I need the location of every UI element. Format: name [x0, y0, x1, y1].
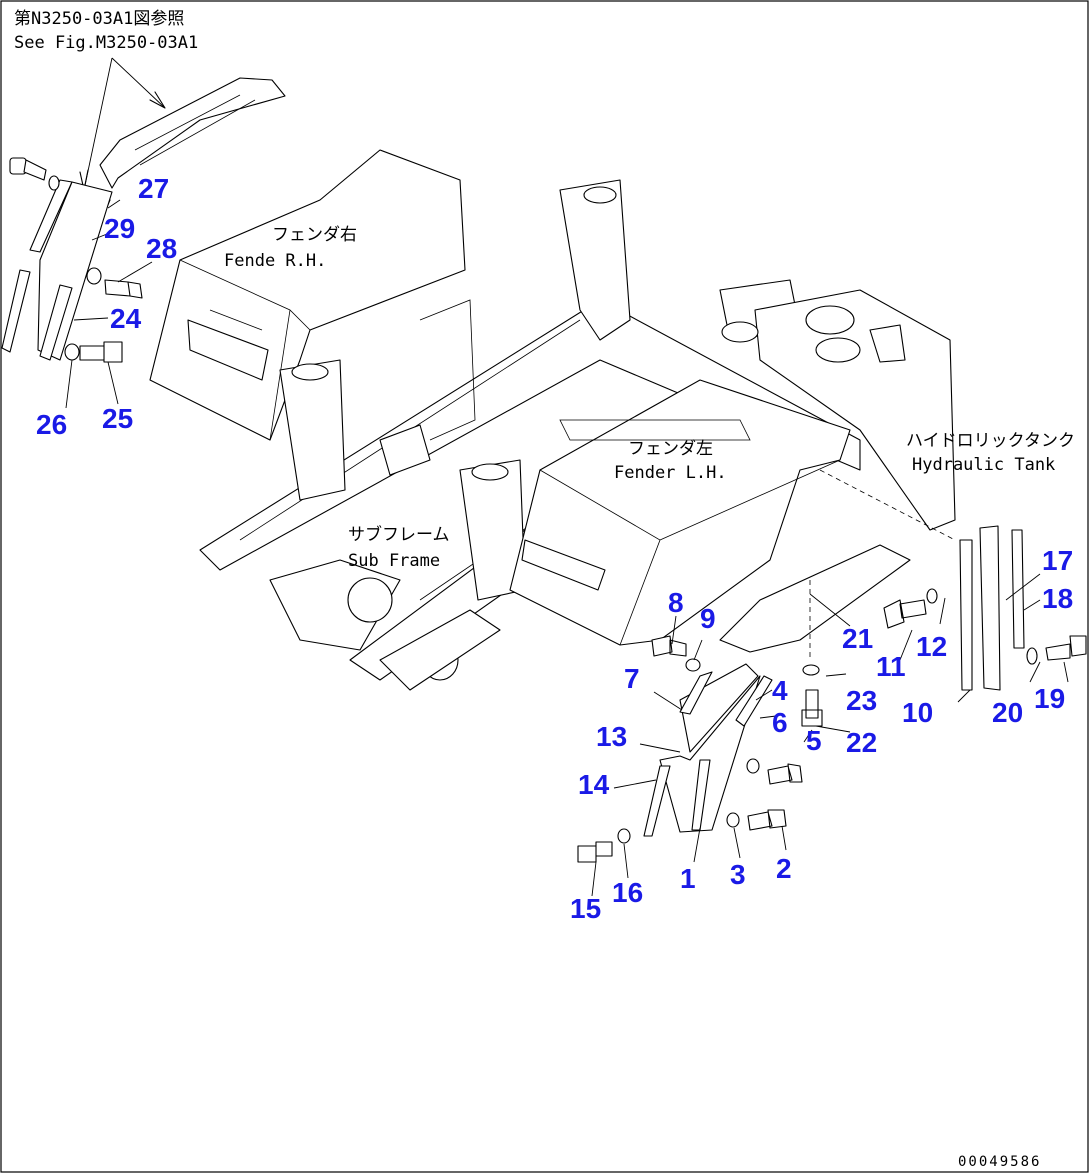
part-number-labels: 1 2 3 4 5 6 7 8 9 10 11 12 13 14 15 16 1… [36, 173, 1073, 924]
sub-frame-label-en: Sub Frame [348, 551, 440, 571]
washer-icon [617, 828, 631, 844]
part-number-26[interactable]: 26 [36, 409, 67, 440]
bolt-icon [747, 809, 787, 831]
washer-icon [685, 658, 701, 672]
bolt-icon [104, 279, 143, 299]
hydraulic-tank-label-jp: ハイドロリックタンク [906, 431, 1075, 451]
bolt-icon [79, 341, 123, 363]
part-number-2[interactable]: 2 [776, 853, 792, 884]
sub-frame-label-jp: サブフレーム [348, 524, 450, 545]
part-number-27[interactable]: 27 [138, 173, 169, 204]
part-number-11[interactable]: 11 [876, 651, 906, 682]
part-number-8[interactable]: 8 [668, 587, 684, 618]
part-number-9[interactable]: 9 [700, 603, 716, 634]
part-number-6[interactable]: 6 [772, 707, 788, 738]
fender-lh: フェンダ左 Fender L.H. [509, 379, 851, 646]
part-number-29[interactable]: 29 [104, 213, 135, 244]
washer-icon [1026, 647, 1038, 665]
reference-note-jp: 第N3250-03A1図参照 [14, 9, 184, 29]
bolt-icon [883, 599, 927, 629]
part-number-21[interactable]: 21 [842, 623, 873, 654]
left-bracket-group [1, 157, 153, 409]
part-number-20[interactable]: 20 [992, 697, 1023, 728]
fender-rh-label-en: Fende R.H. [224, 251, 326, 271]
part-number-14[interactable]: 14 [578, 769, 610, 800]
bolt-icon [767, 763, 803, 785]
drawing-code: 00049586 [958, 1154, 1041, 1170]
sub-frame: サブフレーム Sub Frame [269, 524, 501, 691]
fender-lh-label-jp: フェンダ左 [628, 439, 713, 459]
part-number-18[interactable]: 18 [1042, 583, 1073, 614]
bolt-icon [577, 841, 613, 863]
part-number-3[interactable]: 3 [730, 859, 746, 890]
washer-icon [64, 343, 80, 361]
right-strip-group [719, 469, 1087, 733]
bolt-icon [9, 157, 47, 181]
part-number-28[interactable]: 28 [146, 233, 177, 264]
reference-note-en: See Fig.M3250-03A1 [14, 33, 198, 53]
part-number-23[interactable]: 23 [846, 685, 877, 716]
part-number-15[interactable]: 15 [570, 893, 601, 924]
washer-icon [726, 812, 740, 828]
part-number-16[interactable]: 16 [612, 877, 643, 908]
fender-lh-label-en: Fender L.H. [614, 463, 727, 483]
fender-rh-label-jp: フェンダ右 [272, 225, 357, 245]
part-number-13[interactable]: 13 [596, 721, 627, 752]
part-number-22[interactable]: 22 [846, 727, 877, 758]
hydraulic-tank: ハイドロリックタンク Hydraulic Tank [721, 289, 1075, 531]
part-number-10[interactable]: 10 [902, 697, 933, 728]
washer-icon [86, 267, 102, 285]
washer-icon [802, 664, 820, 676]
part-number-7[interactable]: 7 [624, 663, 640, 694]
part-number-1[interactable]: 1 [680, 863, 696, 894]
center-bracket-group [577, 615, 813, 897]
bolt-icon [1045, 635, 1087, 661]
fender-rh: フェンダ右 Fende R.H. [149, 149, 466, 441]
part-number-5[interactable]: 5 [806, 725, 822, 756]
part-number-12[interactable]: 12 [916, 631, 947, 662]
part-number-17[interactable]: 17 [1042, 545, 1073, 576]
bolt-icon [801, 689, 823, 727]
part-number-19[interactable]: 19 [1034, 683, 1065, 714]
washer-icon [746, 758, 760, 774]
upper-fender-cover [99, 77, 286, 189]
washer-icon [48, 175, 60, 191]
washer-icon [926, 588, 938, 604]
part-number-24[interactable]: 24 [110, 303, 142, 334]
bolt-icon [651, 635, 687, 657]
part-number-25[interactable]: 25 [102, 403, 133, 434]
hydraulic-tank-label-en: Hydraulic Tank [912, 455, 1055, 475]
part-number-4[interactable]: 4 [772, 675, 788, 706]
reference-arrow [83, 57, 166, 191]
